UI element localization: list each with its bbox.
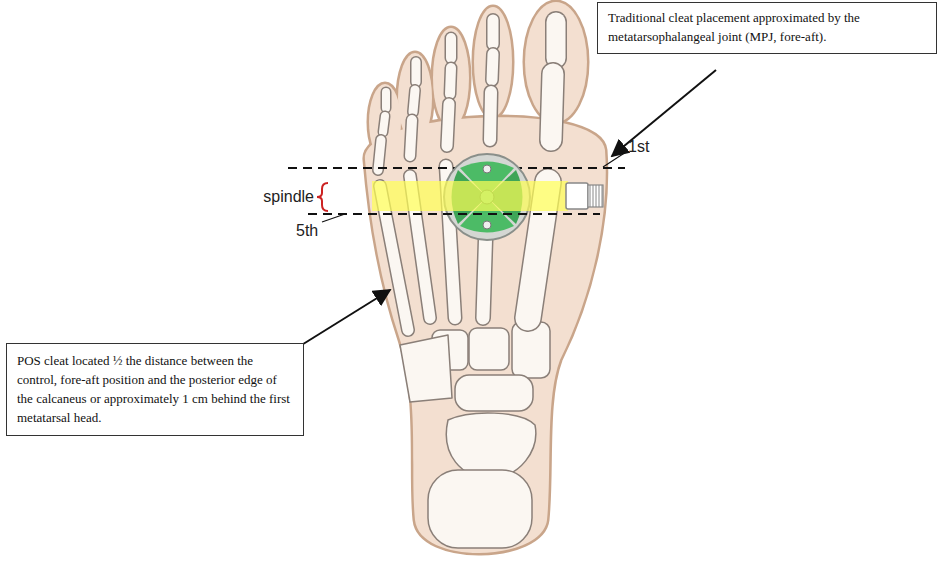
bone-stroke xyxy=(490,92,491,140)
bone-stroke xyxy=(447,104,449,146)
bone-stroke xyxy=(410,62,422,82)
bone-stroke xyxy=(410,120,412,156)
spindle-label: spindle xyxy=(263,188,314,206)
bone-stroke xyxy=(383,116,385,132)
bone-stroke xyxy=(488,20,499,44)
bone-stroke xyxy=(547,22,566,58)
bone-stroke xyxy=(381,92,392,108)
bone-stroke xyxy=(378,140,381,170)
bone-stroke xyxy=(450,68,451,94)
thread-stroke xyxy=(596,185,597,207)
bone-stroke xyxy=(450,68,451,94)
bone-stroke xyxy=(551,74,553,140)
bone-stroke xyxy=(413,90,415,112)
mpj-line-5th xyxy=(308,213,600,215)
bone-stroke xyxy=(412,62,421,82)
bone-stroke xyxy=(490,92,491,140)
bone-stroke xyxy=(492,54,493,80)
bone-stroke xyxy=(383,116,385,132)
bone-stroke xyxy=(492,54,493,80)
bone-stroke xyxy=(545,22,567,58)
bone-stroke xyxy=(382,92,390,108)
callout-box: POS cleat located ½ the distance between… xyxy=(6,343,304,436)
bone-group xyxy=(378,20,556,330)
callout-text: Traditional cleat placement approximated… xyxy=(608,9,926,47)
metatarsal-label: 1st xyxy=(628,138,649,156)
thread-stroke xyxy=(590,185,591,207)
thread-stroke xyxy=(599,185,600,207)
callout-arrow xyxy=(300,290,390,346)
callout-arrow xyxy=(612,70,716,156)
bone-stroke xyxy=(378,140,381,170)
metatarsal-label: 5th xyxy=(296,222,318,240)
spindle-brace xyxy=(317,183,328,211)
bone-stroke xyxy=(413,90,415,112)
bone-stroke xyxy=(446,38,456,58)
callout-box: Traditional cleat placement approximated… xyxy=(597,2,937,54)
bone-stroke xyxy=(486,20,500,44)
callout-text: POS cleat located ½ the distance between… xyxy=(17,352,293,427)
thread-stroke xyxy=(593,185,594,207)
bone-stroke xyxy=(551,74,553,140)
bone-stroke xyxy=(445,38,458,58)
bone-stroke xyxy=(447,104,449,146)
thread-stroke xyxy=(602,185,603,207)
spindle-axle xyxy=(372,181,568,211)
bone-stroke xyxy=(410,120,412,156)
